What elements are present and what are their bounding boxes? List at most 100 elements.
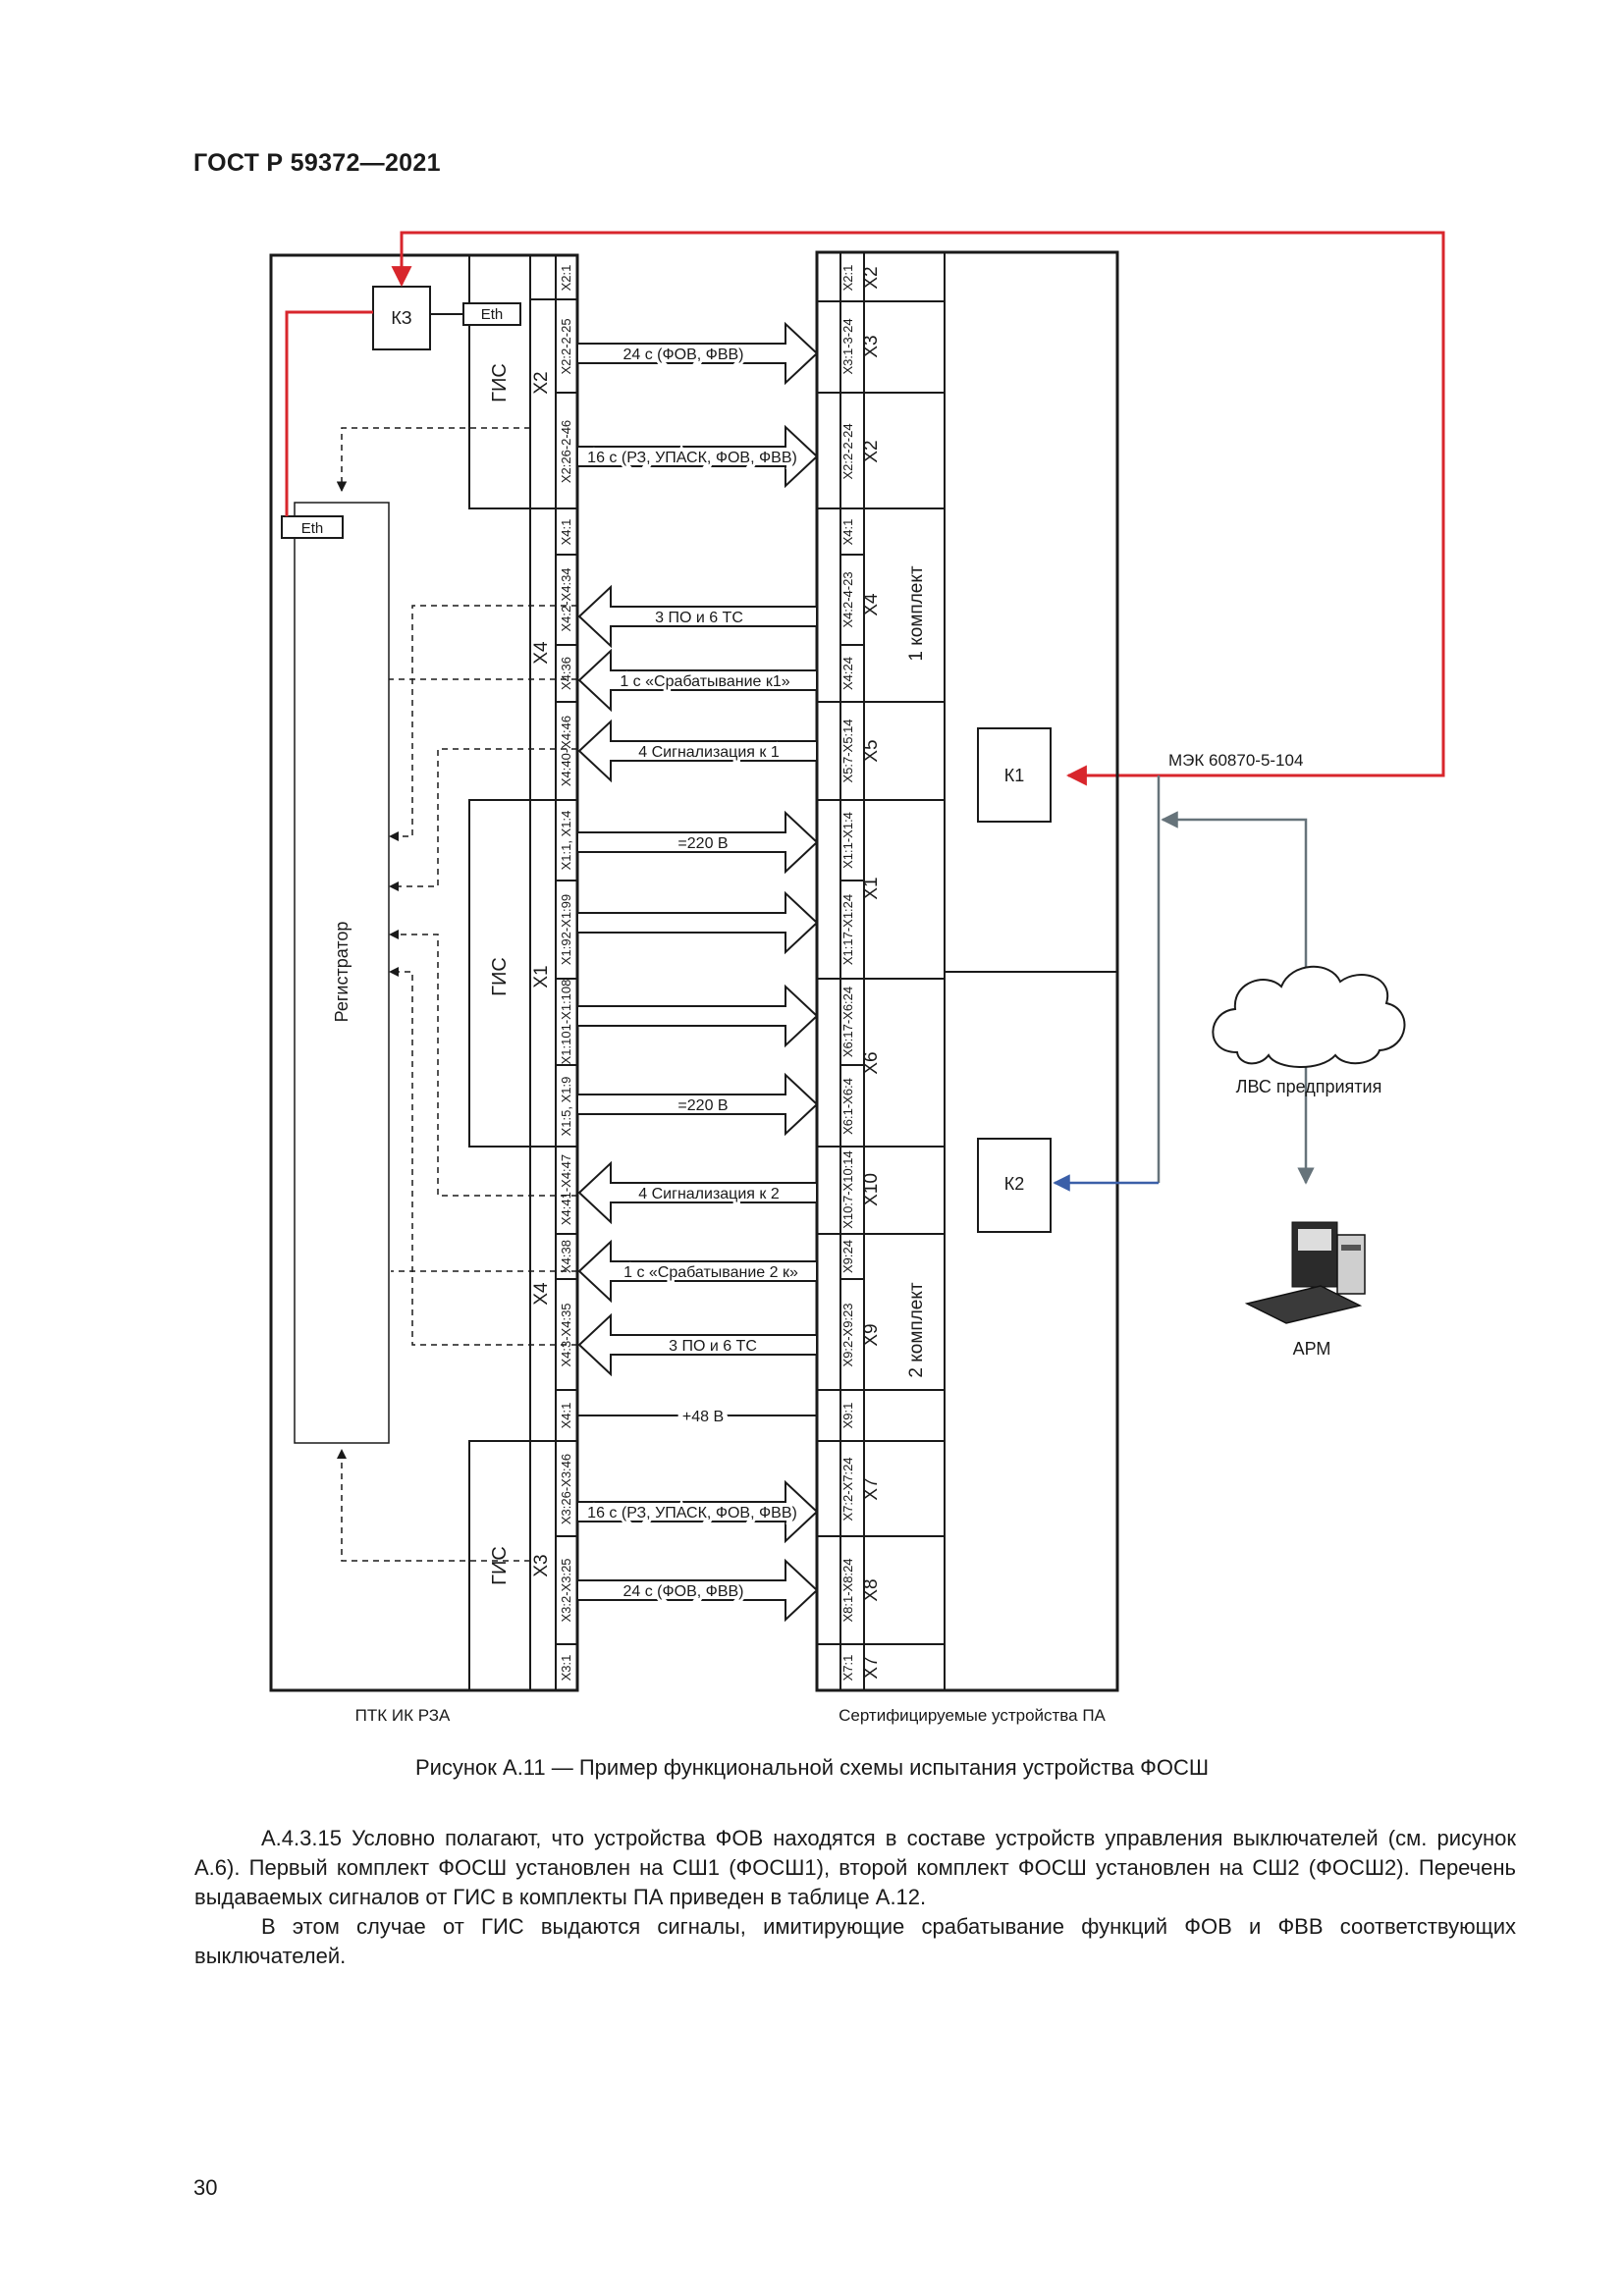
eth-label-registrar: Eth <box>301 520 324 537</box>
lan-label: ЛВС предприятия <box>1236 1077 1382 1096</box>
k1-box <box>977 727 1052 823</box>
arrow-15 <box>576 1558 819 1623</box>
arm-label: АРМ <box>1293 1339 1331 1359</box>
right-pin: X9:24 <box>840 1240 855 1273</box>
eth-label-gis: Eth <box>481 306 504 323</box>
right-group: X2 <box>861 266 882 289</box>
right-pin: X8:1-X8:24 <box>840 1558 855 1622</box>
registrar-box <box>294 502 390 1444</box>
standard-header: ГОСТ Р 59372—2021 <box>193 149 441 177</box>
right-group: X9 <box>861 1323 882 1346</box>
page-number: 30 <box>193 2175 218 2200</box>
arrow-8 <box>576 984 819 1048</box>
left-pin: X4:2-X4:34 <box>559 567 573 631</box>
kz-box <box>372 286 431 350</box>
left-pin: X3:1 <box>559 1655 573 1682</box>
right-pin: X3:1-3-24 <box>840 318 855 374</box>
left-pin: X4:38 <box>559 1240 573 1273</box>
left-pin: X3:2-X3:25 <box>559 1558 573 1622</box>
signal-label: 24 с (ФОВ, ФВВ) <box>623 1583 743 1600</box>
left-pin: X1:5, X1:9 <box>559 1077 573 1137</box>
right-pin: X6:17-X6:24 <box>840 987 855 1057</box>
right-group: X8 <box>861 1578 882 1601</box>
signal-label: 3 ПО и 6 ТС <box>655 610 743 626</box>
right-group: X4 <box>861 593 882 616</box>
left-pin: X4:36 <box>559 657 573 690</box>
arrow-2 <box>576 424 819 489</box>
gis-label-top: ГИС <box>489 363 511 402</box>
figure-caption: Рисунок А.11 — Пример функциональной схе… <box>414 1755 1210 1780</box>
right-group: X7 <box>861 1656 882 1679</box>
right-pin: X2:2-2-24 <box>840 423 855 479</box>
right-group: X6 <box>861 1051 882 1074</box>
right-pin: X5:7-X5:14 <box>840 719 855 782</box>
left-group-x4-bot: X4 <box>531 1282 552 1306</box>
right-group: X5 <box>861 739 882 762</box>
signal-label: 1 с «Срабатывание к1» <box>620 673 789 690</box>
right-pin: X6:1-X6:4 <box>840 1078 855 1135</box>
lan-cloud <box>1212 965 1406 1068</box>
arrow-7 <box>576 890 819 955</box>
computer-icon <box>1244 1221 1366 1324</box>
arrow-6 <box>576 810 819 875</box>
set2-label: 2 комплект <box>906 1282 927 1377</box>
arrow-5 <box>577 719 818 783</box>
set1-label: 1 комплект <box>906 565 927 661</box>
signal-label: =220 В <box>677 835 728 852</box>
right-pin: X4:24 <box>840 657 855 690</box>
right-pin: X4:2-4-23 <box>840 571 855 627</box>
red-link-k1-kz <box>391 231 1445 777</box>
right-pin: X7:1 <box>840 1655 855 1682</box>
gis-label-mid: ГИС <box>489 957 511 996</box>
arrow-9 <box>576 1072 819 1137</box>
left-pin: X1:1, X1:4 <box>559 811 573 871</box>
signal-label: 16 с (РЗ, УПАСК, ФОВ, ФВВ) <box>587 450 797 466</box>
left-pin: X4:3-X4:35 <box>559 1303 573 1366</box>
signal-label: 1 с «Срабатывание 2 к» <box>623 1264 798 1281</box>
left-pin: X4:41-X4:47 <box>559 1154 573 1225</box>
right-pin: X2:1 <box>840 265 855 292</box>
signal-label: 24 с (ФОВ, ФВВ) <box>623 347 743 363</box>
right-pin: X7:2-X7:24 <box>840 1457 855 1521</box>
left-system-label: ПТК ИК РЗА <box>355 1706 451 1725</box>
left-group-x4-top: X4 <box>531 641 552 665</box>
paragraph: В этом случае от ГИС выдаются сигналы, и… <box>194 1914 1516 1968</box>
right-group: X2 <box>861 440 882 462</box>
right-pin: X9:2-X9:23 <box>840 1303 855 1366</box>
right-pin: X10:7-X10:14 <box>840 1150 855 1229</box>
arrow-3 <box>577 584 818 649</box>
k2-label: К2 <box>1004 1174 1025 1194</box>
arrow-11 <box>577 1239 818 1304</box>
left-pin: X3:26-X3:46 <box>559 1454 573 1524</box>
left-pin: X2:2-2-25 <box>559 318 573 374</box>
signal-label: 3 ПО и 6 ТС <box>669 1338 757 1355</box>
signal-label: 16 с (РЗ, УПАСК, ФОВ, ФВВ) <box>587 1505 797 1522</box>
left-pin: X1:92-X1:99 <box>559 894 573 965</box>
right-group: X10 <box>861 1173 882 1206</box>
signal-label: =220 В <box>677 1097 728 1114</box>
protocol-label: МЭК 60870-5-104 <box>1168 751 1303 770</box>
k1-label: К1 <box>1004 766 1025 785</box>
right-group: X7 <box>861 1477 882 1500</box>
right-group: X1 <box>861 877 882 899</box>
left-pin: X1:101-X1:108 <box>559 980 573 1065</box>
red-link-kz-registrar <box>285 310 373 516</box>
right-system-label: Сертифицируемые устройства ПА <box>839 1706 1106 1725</box>
left-group-x3: X3 <box>531 1554 552 1576</box>
arrow-10 <box>577 1160 818 1225</box>
gis-label-bot: ГИС <box>489 1546 511 1585</box>
arrow-4 <box>577 648 818 713</box>
right-pin: X1:17-X1:24 <box>840 894 855 965</box>
gray-link-lan <box>1161 811 1308 967</box>
functional-diagram: ГИС ГИС ГИС X2 X4 X1 X4 X3 X2:1 X2:2-2-2… <box>269 231 1445 1725</box>
left-pin: X2:26-2-46 <box>559 420 573 483</box>
arrow-14 <box>576 1479 819 1544</box>
ptk-frame <box>269 253 579 1692</box>
left-pin: X2:1 <box>559 265 573 292</box>
paragraph: А.4.3.15 Условно полагают, что устройств… <box>194 1826 1516 1909</box>
registrar-label: Регистратор <box>332 922 352 1023</box>
left-group-x2: X2 <box>531 371 552 394</box>
right-pin: X1:1-X1:4 <box>840 812 855 869</box>
eth-port-registrar <box>281 515 344 539</box>
kz-label: КЗ <box>391 308 411 328</box>
